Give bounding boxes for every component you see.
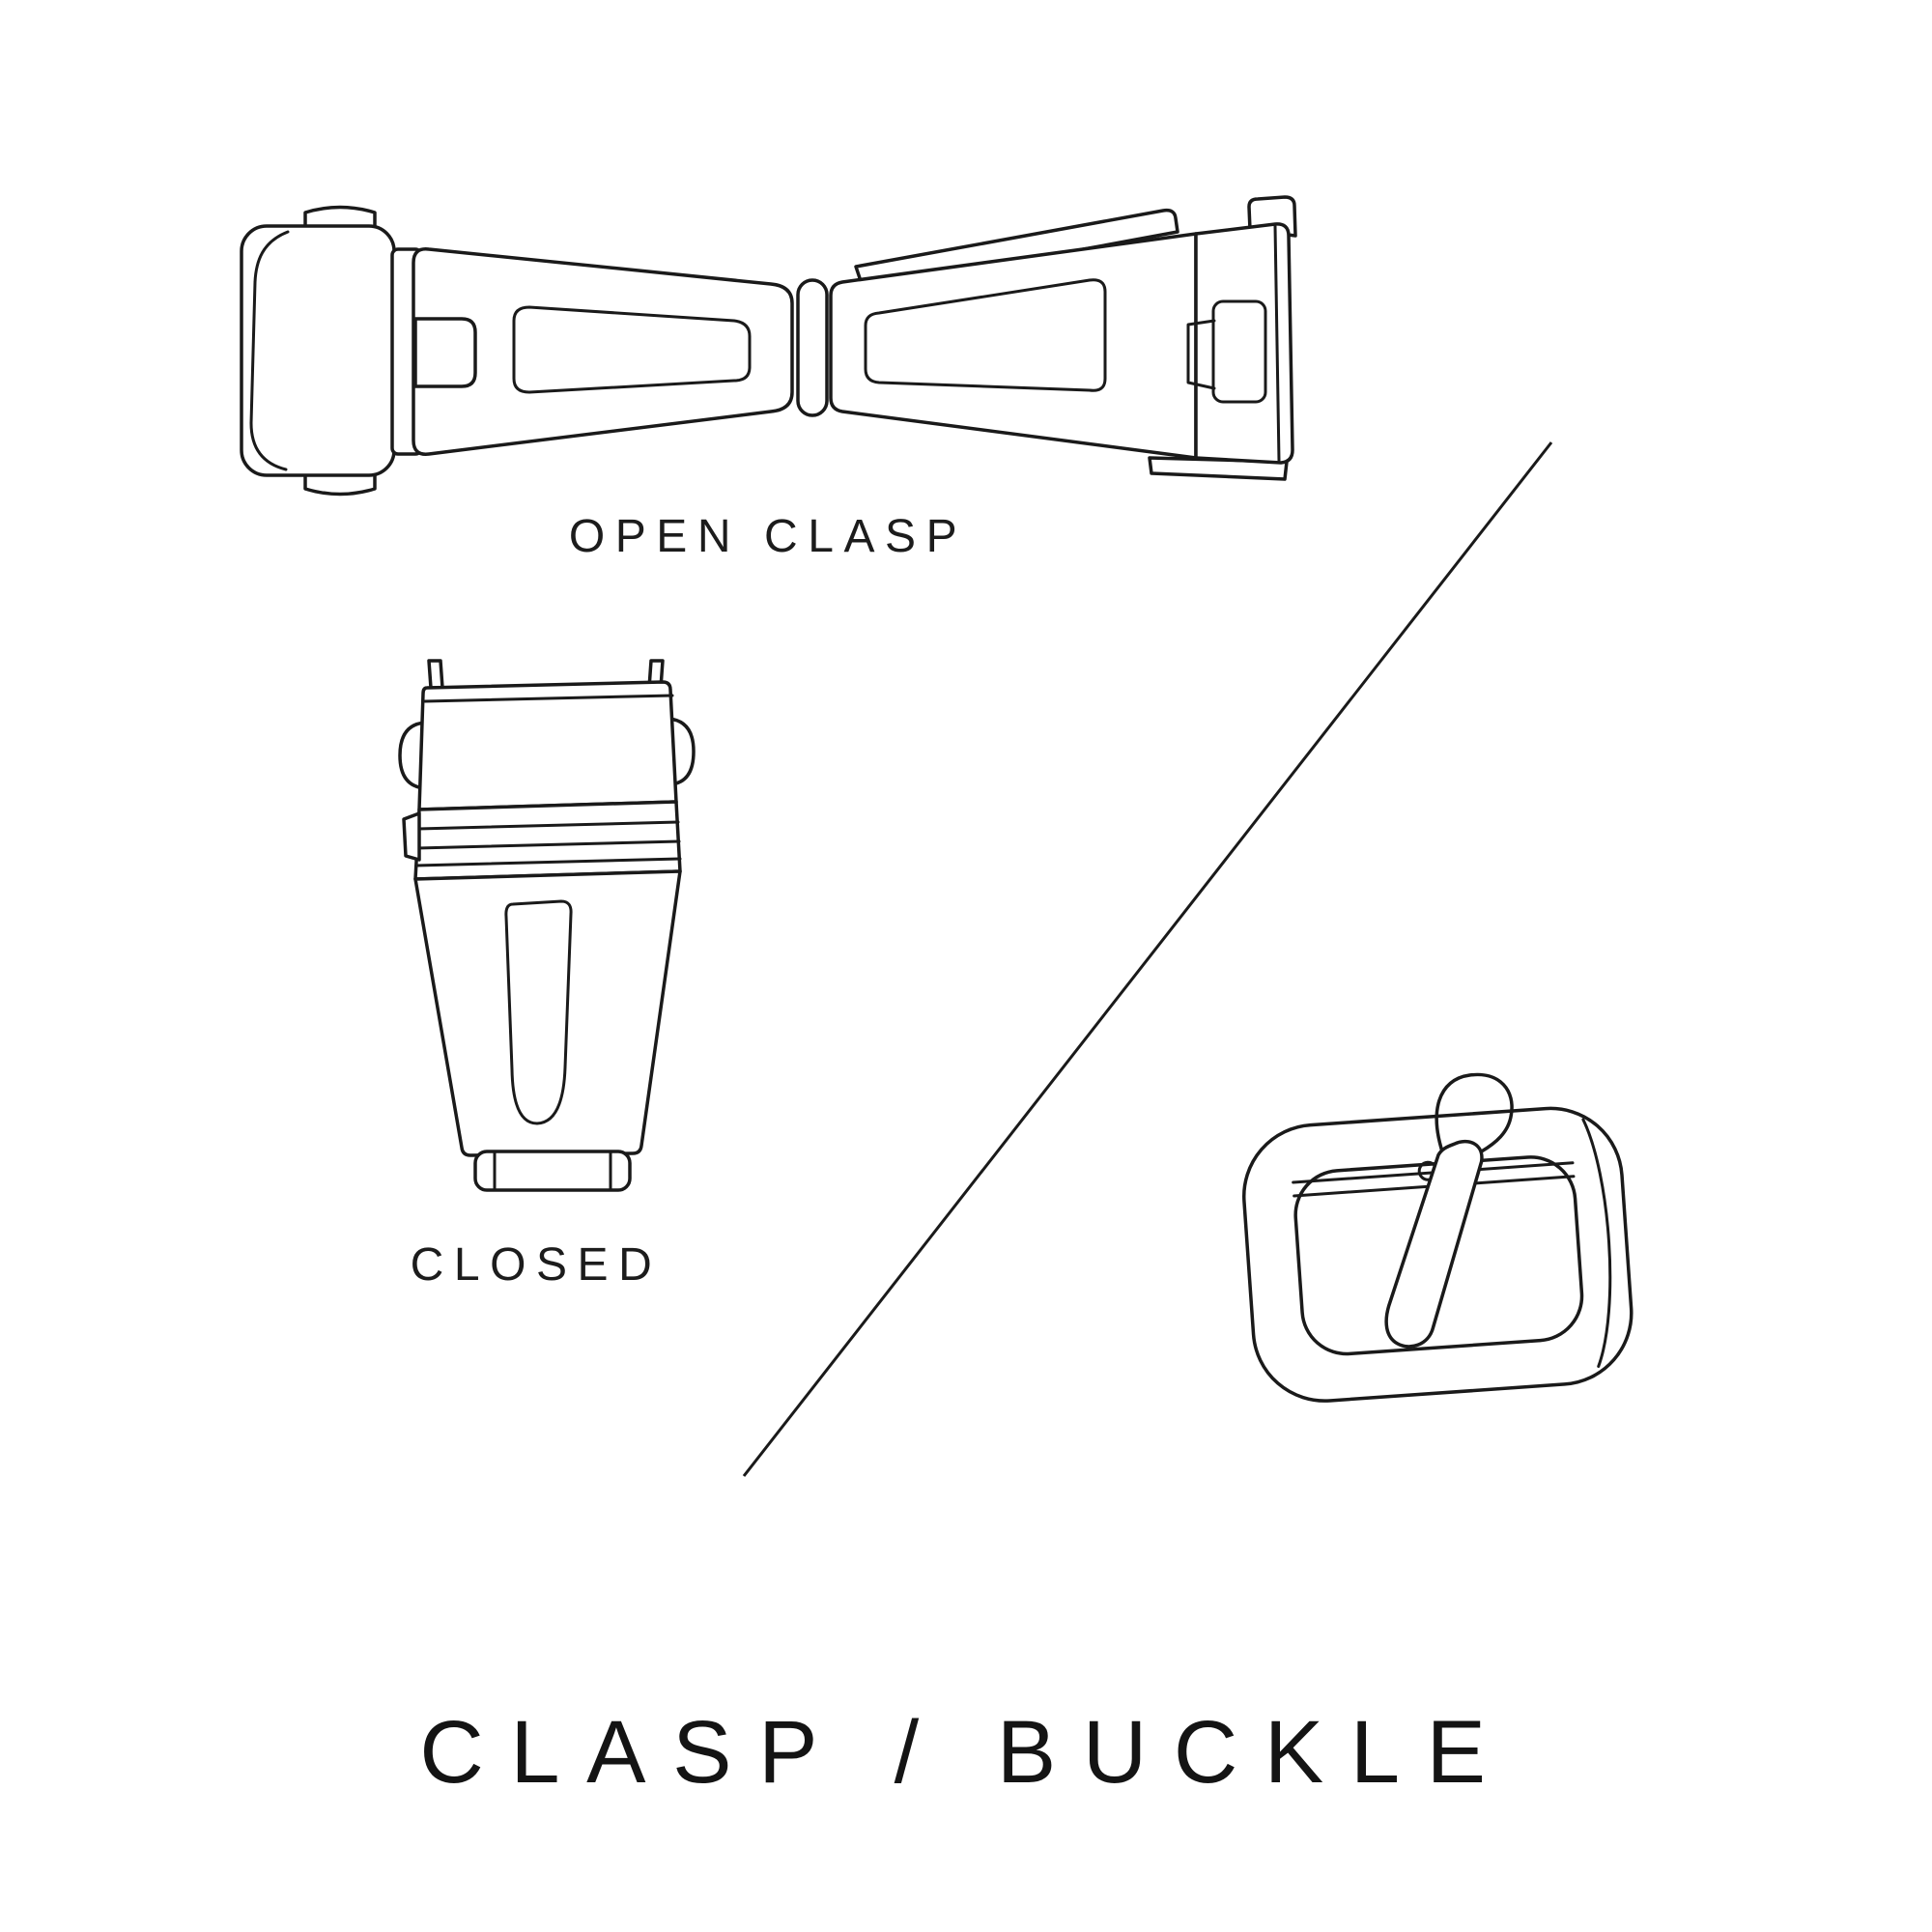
closed-clasp-illustration <box>398 659 696 1192</box>
buckle-tongue-loop <box>1435 1072 1514 1160</box>
closed-label: CLOSED <box>410 1239 663 1291</box>
page-title: CLASP / BUCKLE <box>419 1703 1513 1802</box>
clasp-hinge <box>796 278 829 417</box>
open-clasp-illustration <box>240 195 1297 497</box>
pin-buckle-illustration <box>1242 1072 1634 1403</box>
divider-line <box>742 441 1553 1477</box>
clasp-left-arm <box>412 247 794 456</box>
open-clasp-label: OPEN CLASP <box>568 511 968 562</box>
clasp-body <box>413 869 682 1157</box>
buckle-tongue <box>1384 1139 1484 1349</box>
clasp-end-piece <box>240 224 396 477</box>
